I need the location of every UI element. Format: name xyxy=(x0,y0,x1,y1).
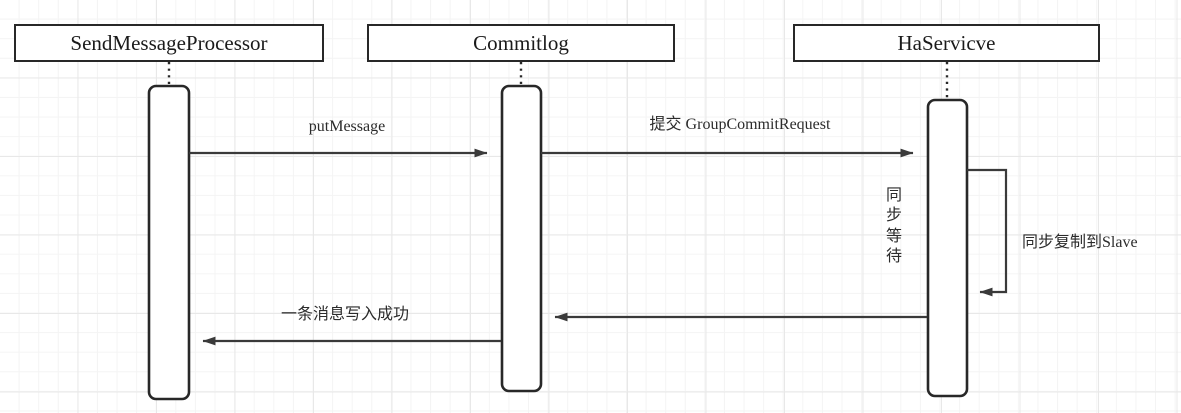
participant-box-commitlog[interactable]: Commitlog xyxy=(367,24,675,62)
message-label-message-write-success: 一条消息写入成功 xyxy=(280,306,410,323)
annotation-char: 待 xyxy=(885,248,902,266)
participant-label-send-message-processor: SendMessageProcessor xyxy=(70,30,268,55)
participant-box-send-message-processor[interactable]: SendMessageProcessor xyxy=(14,24,324,62)
message-label-put-message: putMessage xyxy=(308,118,386,135)
activation-bars xyxy=(147,84,969,401)
annotation-char: 同 xyxy=(885,187,902,204)
message-label-sync-replicate-to-slave: 同步复制到Slave xyxy=(1022,234,1138,251)
participant-box-haservicve[interactable]: HaServicve xyxy=(793,24,1100,62)
lifeline-dashes xyxy=(167,62,949,100)
participant-label-haservicve: HaServicve xyxy=(897,30,996,55)
annotation-char: 步 xyxy=(885,207,902,225)
message-label-submit-group-commit-request: 提交 GroupCommitRequest xyxy=(649,116,831,133)
annotation-char: 等 xyxy=(885,227,902,245)
participant-label-commitlog: Commitlog xyxy=(473,30,569,55)
annotation-sync-wait: 同步等待 xyxy=(885,186,903,268)
message-arrows xyxy=(189,148,1008,346)
